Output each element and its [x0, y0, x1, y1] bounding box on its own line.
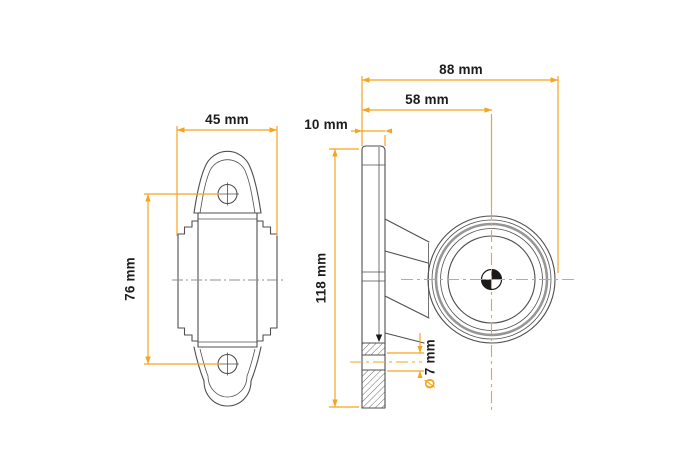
dimension-front-width: 45 mm — [176, 112, 278, 236]
dimension-hole-diameter: Ø 7 mm — [387, 333, 438, 389]
dimension-label-88mm: 88 mm — [439, 62, 483, 77]
front-bottom-tab-inner — [199, 348, 256, 398]
dimension-side-total-depth: 88 mm — [361, 62, 559, 273]
dimension-side-lamp-offset: 58 mm — [362, 92, 493, 207]
dimension-side-plate-thickness: 10 mm — [304, 117, 392, 146]
front-top-tab-outline — [193, 150, 262, 214]
front-left-flange — [177, 220, 199, 342]
dimension-label-7mm: Ø 7 mm — [423, 339, 438, 389]
dimension-side-height: 118 mm — [314, 148, 359, 408]
diameter-value: 7 mm — [423, 339, 438, 375]
dimension-front-hole-spacing: 76 mm — [123, 193, 220, 365]
side-arm — [384, 218, 430, 344]
dimension-label-10mm: 10 mm — [304, 117, 348, 132]
dimension-label-45mm: 45 mm — [205, 112, 249, 127]
break-mark — [375, 334, 383, 342]
front-right-flange — [256, 220, 278, 342]
side-plate-hatch-upper — [361, 342, 386, 356]
dimension-label-118mm: 118 mm — [314, 253, 329, 304]
side-plate-outline — [361, 145, 386, 409]
dimension-label-76mm: 76 mm — [123, 257, 138, 301]
side-view — [350, 145, 576, 414]
side-plate-hatch-lower — [361, 369, 386, 409]
front-view — [172, 150, 284, 407]
diameter-symbol: Ø — [423, 378, 438, 389]
front-top-tab-inner — [199, 159, 256, 214]
front-bottom-tab-outline — [193, 346, 262, 407]
dimension-label-58mm: 58 mm — [405, 92, 449, 107]
